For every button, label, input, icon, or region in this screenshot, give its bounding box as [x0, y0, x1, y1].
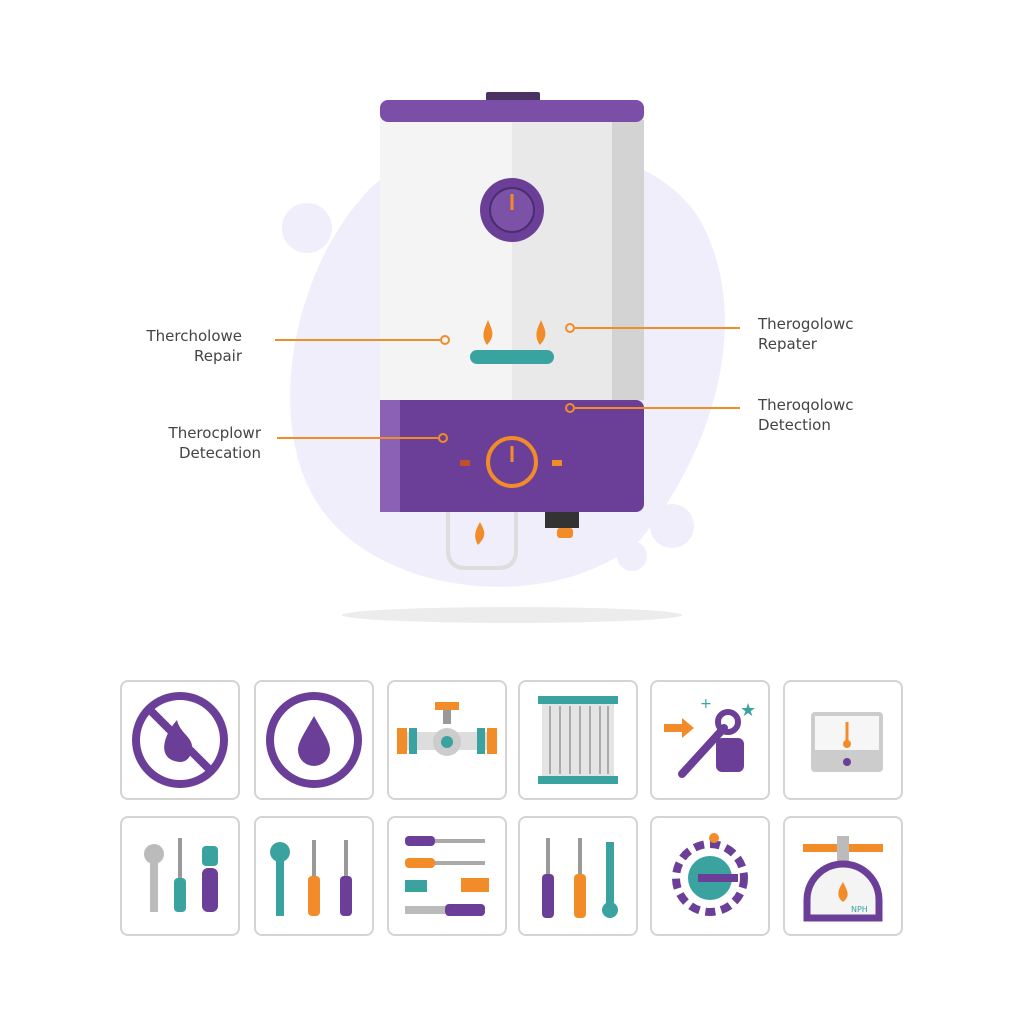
tools-icon	[270, 840, 352, 916]
tools-icon	[144, 838, 218, 912]
gear-wrench-icon-tile	[650, 816, 770, 936]
gas-burner-gauge-icon: NPH	[803, 836, 883, 922]
nph-label: NPH	[851, 905, 868, 914]
wrench-hand-icon-tile: ★+	[650, 680, 770, 800]
svg-text:+: +	[700, 696, 712, 712]
svg-text:★: ★	[740, 700, 756, 721]
tools-icon	[542, 838, 618, 918]
wrench-hand-icon: ★+	[664, 696, 756, 778]
valve-icon-tile	[387, 680, 507, 800]
gear-wrench-icon	[672, 833, 748, 916]
filter-icon	[538, 696, 618, 784]
gas-burner-gauge-icon-tile: NPH	[783, 816, 903, 936]
tools-set-1-icon-tile	[120, 816, 240, 936]
no-fire-icon	[132, 692, 228, 788]
tools-set-4-icon-tile	[518, 816, 638, 936]
tools-set-3-icon-tile	[387, 816, 507, 936]
tools-icon	[405, 836, 489, 916]
gauge-meter-icon	[811, 712, 883, 772]
water-heater-illustration	[275, 92, 740, 623]
tools-set-2-icon-tile	[254, 816, 374, 936]
water-drop-icon-tile	[254, 680, 374, 800]
gauge-meter-icon-tile	[783, 680, 903, 800]
valve-icon	[397, 702, 497, 756]
water-drop-icon	[266, 692, 362, 788]
filter-icon-tile	[518, 680, 638, 800]
no-fire-icon-tile	[120, 680, 240, 800]
